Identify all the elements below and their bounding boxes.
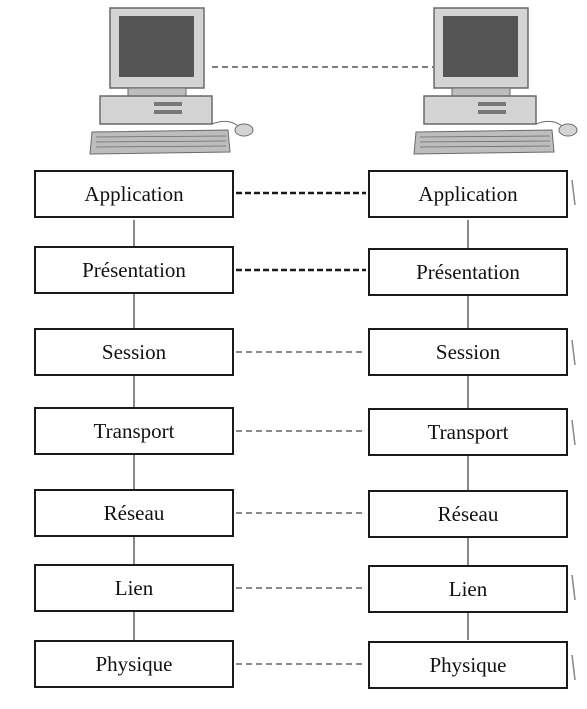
right-layer-transport: Transport [368,408,568,456]
computer-left-icon [88,6,258,156]
right-edge-tick [571,339,576,366]
right-edge-tick [571,574,576,601]
right-layer-presentation: Présentation [368,248,568,296]
left-layer-lien: Lien [34,564,234,612]
left-layer-physique: Physique [34,640,234,688]
right-edge-tick [571,179,576,206]
left-layer-presentation: Présentation [34,246,234,294]
right-layer-application: Application [368,170,568,218]
left-layer-session: Session [34,328,234,376]
left-layer-application: Application [34,170,234,218]
right-layer-physique: Physique [368,641,568,689]
right-layer-session: Session [368,328,568,376]
right-layer-lien: Lien [368,565,568,613]
computer-right-icon [412,6,582,156]
left-layer-reseau: Réseau [34,489,234,537]
right-layer-reseau: Réseau [368,490,568,538]
right-edge-tick [571,419,576,446]
left-layer-transport: Transport [34,407,234,455]
right-edge-tick [571,654,576,681]
